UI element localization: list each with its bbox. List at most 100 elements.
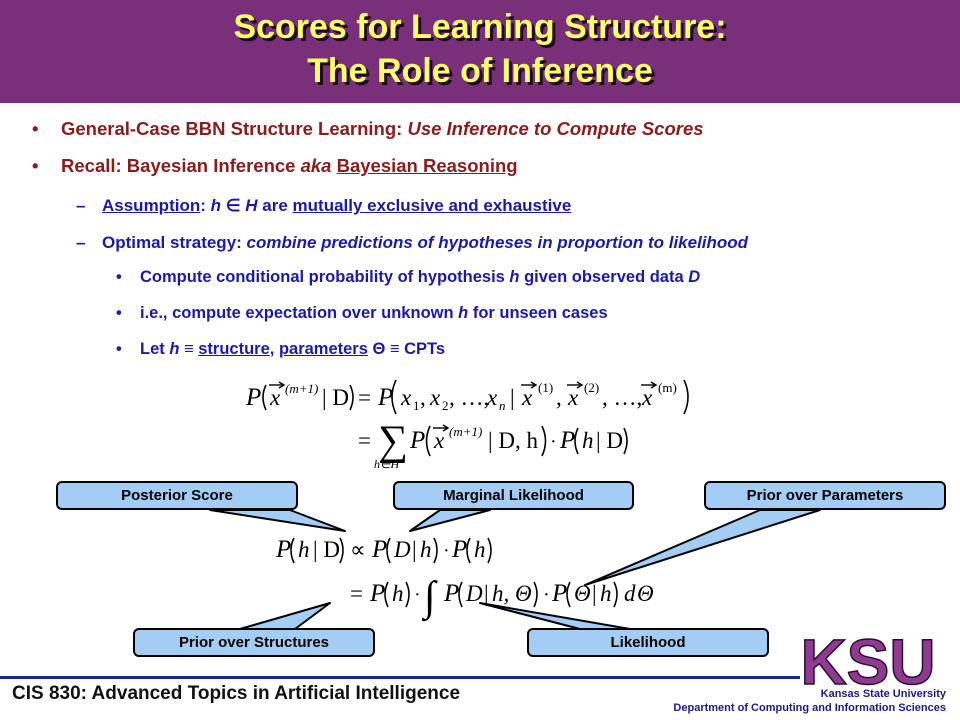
aka-text: aka: [300, 155, 332, 176]
h-symbol: h: [169, 340, 180, 358]
svg-text:Θ: Θ: [637, 581, 654, 606]
svg-text:(m+1): (m+1): [285, 381, 318, 396]
svg-text:P: P: [551, 580, 567, 607]
h-symbol: h: [210, 196, 222, 215]
prior-struct-pointer: [239, 602, 331, 630]
element-of-symbol: ∈: [221, 196, 246, 215]
svg-text:P: P: [245, 384, 261, 411]
svg-text:=: =: [358, 428, 371, 453]
university-name: Kansas State University: [820, 688, 946, 700]
bullet-lead-text: Recall: Bayesian Inference: [61, 155, 301, 176]
equation-bayes-sum: = ∑ h∈H P x (m+1) | D, h · P h | D: [358, 418, 628, 471]
svg-text:h: h: [420, 537, 432, 562]
svg-text:1: 1: [413, 398, 420, 413]
svg-text:P: P: [409, 427, 425, 454]
svg-text:h: h: [392, 581, 404, 606]
marginal-pointer: [409, 509, 491, 532]
sub-sub-bullet-marker: •: [116, 304, 122, 322]
svg-text:(m+1): (m+1): [449, 424, 482, 439]
posterior-pointer: [209, 509, 346, 532]
svg-text:| D, h: | D, h: [488, 428, 538, 453]
let-text: Let: [140, 340, 170, 358]
h-symbol: h: [509, 268, 520, 286]
svg-text:, …,: , …,: [602, 385, 642, 410]
svg-text:P: P: [559, 427, 575, 454]
svg-text:h: h: [582, 428, 594, 453]
svg-text:P: P: [371, 536, 387, 563]
svg-text:n: n: [499, 398, 506, 413]
sub-sub-bullet-marker: •: [116, 340, 122, 358]
callout-likelihood: Likelihood: [527, 628, 769, 657]
svg-text:2: 2: [442, 398, 449, 413]
svg-text:∑: ∑: [378, 418, 408, 464]
svg-text:·: ·: [414, 584, 421, 606]
equation-posterior: P h | D ∝ P D | h · P h: [275, 536, 492, 564]
bullet-emphasis-text: Use Inference to Compute Scores: [407, 118, 704, 139]
svg-text:P: P: [275, 536, 291, 563]
are-text: are: [257, 196, 293, 215]
svg-text:| D: | D: [313, 537, 340, 562]
svg-text:=: =: [358, 385, 371, 410]
equiv-symbol: ≡: [179, 340, 199, 358]
svg-text:x: x: [433, 428, 445, 453]
title-bar: Scores for Learning Structure: The Role …: [0, 0, 960, 103]
bayesian-reasoning-link: Bayesian Reasoning: [336, 155, 518, 176]
colon-text: :: [200, 196, 211, 215]
svg-text:x: x: [567, 385, 579, 410]
conditional-mid-text: given observed data: [519, 268, 689, 286]
callout-pointers: [209, 509, 821, 630]
svg-text:x: x: [486, 385, 498, 410]
h-symbol: h: [458, 304, 469, 322]
svg-text:D: D: [465, 581, 483, 606]
svg-text:x: x: [521, 385, 533, 410]
svg-text:h∈H: h∈H: [374, 457, 400, 471]
expectation-tail-text: for unseen cases: [468, 304, 608, 322]
svg-text:| D: | D: [596, 428, 623, 453]
callout-prior-over-structures: Prior over Structures: [133, 628, 375, 657]
comma-text: ,: [269, 340, 279, 358]
svg-text:P: P: [443, 580, 459, 607]
callout-prior-over-parameters: Prior over Parameters: [704, 481, 946, 510]
expectation-lead-text: i.e., compute expectation over unknown: [140, 304, 459, 322]
bullet-marker: •: [32, 155, 39, 176]
svg-text:(2): (2): [584, 380, 599, 395]
theta-cpts-text: Θ ≡ CPTs: [367, 340, 446, 358]
svg-text:,: ,: [420, 385, 426, 410]
callout-marginal-likelihood: Marginal Likelihood: [393, 481, 634, 510]
sub-sub-bullet-marker: •: [116, 268, 122, 286]
svg-text:(m): (m): [658, 380, 677, 395]
svg-text:Θ: Θ: [574, 581, 591, 606]
svg-text:h, Θ: h, Θ: [492, 581, 532, 606]
D-symbol: D: [688, 268, 701, 286]
callout-posterior-score: Posterior Score: [56, 481, 298, 510]
svg-text:| D: | D: [322, 385, 349, 410]
svg-text:, …,: , …,: [449, 385, 489, 410]
equation-predictive: P x (m+1) | D = P x 1 , x 2 , …, x n | x…: [245, 379, 689, 415]
svg-text:|: |: [412, 537, 417, 562]
course-title: CIS 830: Advanced Topics in Artificial I…: [12, 683, 461, 704]
svg-text:·: ·: [443, 540, 450, 562]
svg-text:D: D: [393, 537, 411, 562]
conditional-lead-text: Compute conditional probability of hypot…: [140, 268, 510, 286]
svg-text:,: ,: [556, 385, 562, 410]
slide-title-line-1: Scores for Learning Structure:: [233, 8, 727, 46]
ksu-logo-text: KSU: [800, 626, 935, 698]
svg-text:P: P: [369, 580, 385, 607]
prior-params-pointer: [584, 509, 821, 586]
bullet-lead-text: General-Case BBN Structure Learning:: [61, 118, 408, 139]
svg-text:x: x: [641, 385, 653, 410]
assumption-text: Assumption: [102, 196, 201, 215]
svg-text:h: h: [474, 537, 486, 562]
svg-text:x: x: [400, 385, 412, 410]
H-symbol: H: [245, 196, 258, 215]
svg-text:P: P: [451, 536, 467, 563]
svg-text:P: P: [377, 384, 393, 411]
svg-text:∝: ∝: [350, 537, 366, 562]
svg-text:(1): (1): [538, 380, 553, 395]
svg-text:x: x: [269, 385, 281, 410]
bullet-marker: •: [32, 118, 39, 139]
department-name: Department of Computing and Information …: [673, 702, 946, 714]
strategy-lead-text: Optimal strategy:: [102, 233, 247, 252]
svg-text:x: x: [429, 385, 441, 410]
